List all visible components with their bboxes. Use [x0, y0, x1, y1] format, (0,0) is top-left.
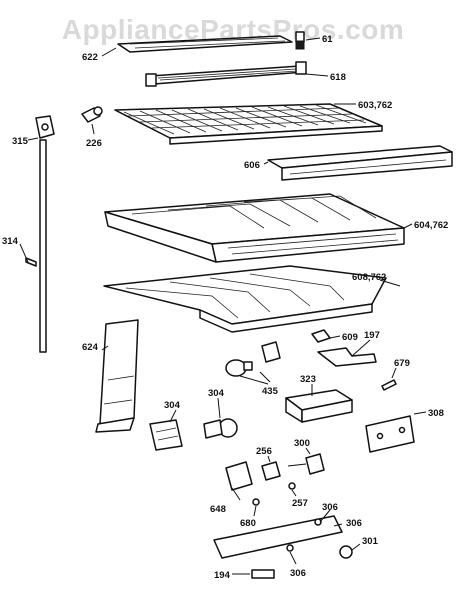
label-618: 618 — [330, 72, 346, 83]
label-301: 301 — [362, 536, 379, 547]
part-256-switch — [261, 461, 281, 481]
label-306c: 306 — [290, 568, 306, 579]
label-609: 609 — [342, 332, 358, 343]
part-226-knob — [81, 106, 103, 123]
label-61: 61 — [322, 34, 333, 45]
part-648-overload — [225, 461, 253, 491]
label-300: 300 — [294, 438, 310, 449]
label-306a: 306 — [322, 502, 338, 513]
label-197: 197 — [364, 330, 380, 341]
label-435: 435 — [262, 386, 279, 397]
part-679-screw — [381, 379, 397, 391]
part-624-duct — [95, 319, 139, 433]
part-606-cover — [267, 145, 453, 181]
part-603-shelf — [114, 103, 383, 145]
label-226: 226 — [86, 138, 102, 149]
part-306-base — [213, 515, 343, 559]
label-604-762: 604,762 — [414, 220, 448, 231]
part-61-cap — [295, 31, 305, 50]
label-314: 314 — [2, 236, 19, 247]
label-304a: 304 — [164, 400, 181, 411]
label-648: 648 — [210, 504, 226, 515]
label-306b: 306 — [346, 518, 362, 529]
label-257: 257 — [292, 498, 308, 509]
label-606: 606 — [244, 160, 260, 171]
part-194-connector — [251, 569, 275, 579]
label-308: 308 — [428, 408, 444, 419]
part-608-pan — [103, 265, 387, 333]
part-197-harness — [317, 347, 377, 367]
label-256: 256 — [256, 446, 272, 457]
part-609-clip — [311, 329, 331, 343]
part-604-pan — [104, 193, 405, 263]
part-304-switch-block — [149, 419, 183, 451]
label-194: 194 — [214, 570, 231, 581]
label-624: 624 — [82, 342, 99, 353]
part-labels: 622 61 618 315 226 603,762 606 604,762 3… — [2, 34, 448, 581]
label-622: 622 — [82, 52, 98, 63]
part-308-bracket — [365, 415, 415, 453]
part-257-screw — [288, 482, 296, 490]
label-323: 323 — [300, 374, 316, 385]
part-301-knob — [339, 545, 353, 559]
part-618-rail — [145, 61, 307, 87]
label-608-762: 608,762 — [352, 272, 386, 283]
part-304-thermostat — [203, 418, 238, 439]
label-304b: 304 — [208, 388, 225, 399]
label-680: 680 — [240, 518, 256, 529]
label-679: 679 — [394, 358, 410, 369]
part-315-314-rod — [25, 115, 55, 353]
part-323-housing — [285, 389, 353, 423]
label-603-762: 603,762 — [358, 100, 392, 111]
part-435-bulb-socket — [225, 341, 281, 377]
part-622-cover — [117, 35, 293, 53]
part-300-relay — [287, 453, 325, 475]
label-315: 315 — [12, 136, 29, 147]
leader-lines — [19, 37, 427, 575]
part-680-screw — [252, 498, 260, 506]
